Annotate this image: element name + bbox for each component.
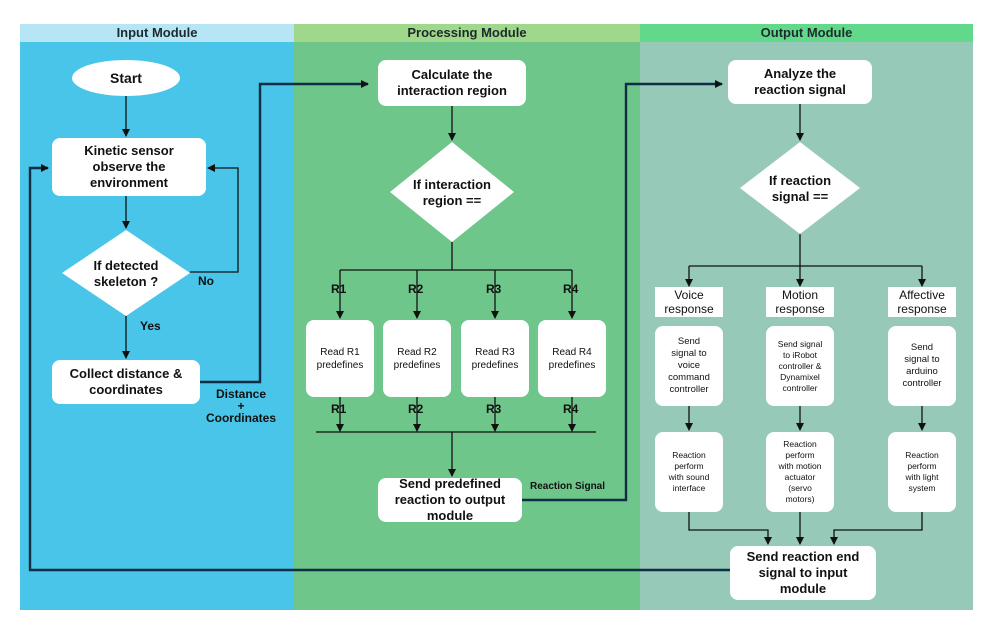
yes-label: Yes: [140, 319, 161, 333]
analyze-signal-box: Analyze the reaction signal: [728, 60, 872, 104]
read-r4-box: Read R4 predefines: [538, 320, 606, 397]
interaction-region-text: If interaction region ==: [412, 177, 491, 208]
decision-reaction-signal: [740, 142, 860, 234]
region-label-r4-bottom: R4: [563, 402, 579, 416]
region-label-r1-bottom: R1: [331, 402, 347, 416]
perform-light-box: Reaction perform with light system: [888, 432, 956, 512]
affective-response-title: Affective response: [888, 287, 956, 317]
read-r3-box: Read R3 predefines: [461, 320, 529, 397]
region-label-r2-top: R2: [408, 282, 424, 296]
region-label-r3-top: R3: [486, 282, 502, 296]
collect-distance-box: Collect distance & coordinates: [52, 360, 200, 404]
motion-response-title: Motion response: [766, 287, 834, 317]
send-reaction-end-box: Send reaction end signal to input module: [730, 546, 876, 600]
reaction-signal-decision-text: If reaction signal ==: [768, 173, 832, 204]
no-label: No: [198, 274, 214, 288]
send-signal-arduino-box: Send signal to arduino controller: [888, 326, 956, 406]
start-node: Start: [72, 60, 180, 96]
region-label-r4-top: R4: [563, 282, 579, 296]
send-predefined-box: Send predefined reaction to output modul…: [378, 476, 522, 523]
send-signal-motion-box: Send signal to iRobot controller & Dynam…: [766, 326, 834, 406]
calculate-region-box: Calculate the interaction region: [378, 60, 526, 106]
processing-module-header: Processing Module: [294, 24, 640, 42]
region-label-r1-top: R1: [331, 282, 347, 296]
decision-interaction-region: [390, 142, 514, 242]
perform-motion-box: Reaction perform with motion actuator (s…: [766, 432, 834, 512]
kinetic-sensor-box: Kinetic sensor observe the environment: [52, 138, 206, 196]
read-r1-box: Read R1 predefines: [306, 320, 374, 397]
output-module-header: Output Module: [640, 24, 973, 42]
input-module-column: [20, 42, 294, 610]
region-label-r2-bottom: R2: [408, 402, 424, 416]
detected-skeleton-text: If detected skeleton ?: [93, 258, 159, 289]
region-label-r3-bottom: R3: [486, 402, 502, 416]
decision-detected-skeleton: [62, 230, 190, 316]
send-signal-voice-box: Send signal to voice command controller: [655, 326, 723, 406]
input-module-header: Input Module: [20, 24, 294, 42]
distance-coordinates-label: Distance + Coordinates: [205, 387, 276, 425]
perform-sound-box: Reaction perform with sound interface: [655, 432, 723, 512]
read-r2-box: Read R2 predefines: [383, 320, 451, 397]
reaction-signal-label: Reaction Signal: [530, 481, 606, 492]
voice-response-title: Voice response: [655, 287, 723, 317]
